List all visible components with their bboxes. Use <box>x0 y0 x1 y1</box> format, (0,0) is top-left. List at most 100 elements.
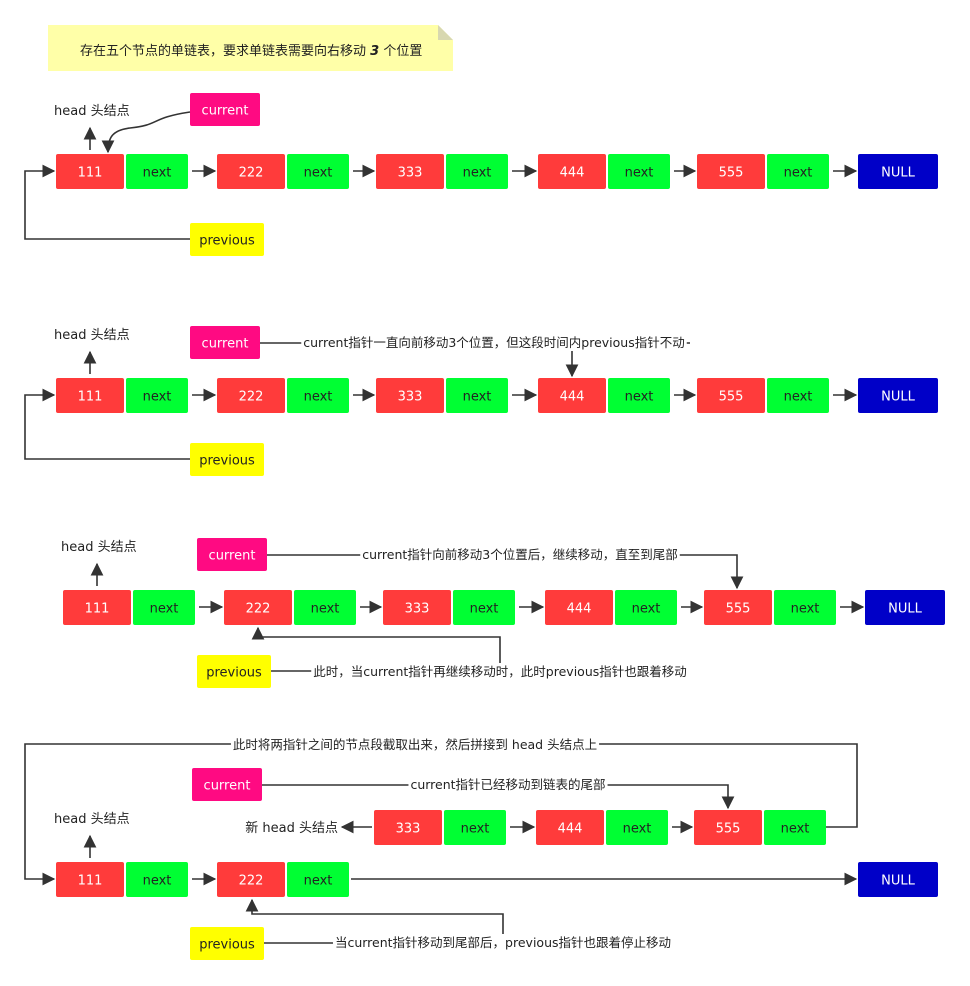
row4-seg-node-555: 555 <box>694 810 762 845</box>
row3-next-111-label: next <box>150 602 179 617</box>
row3-current-annotation-bg <box>360 546 680 563</box>
row2-node-111: 111 <box>56 378 124 413</box>
row1-null-label: NULL <box>881 166 915 181</box>
row3-node-333: 333 <box>383 590 451 625</box>
row2-head-label: head 头结点 <box>54 328 130 343</box>
row2-node-333-rect <box>376 378 444 413</box>
row1-next-555-rect <box>767 154 829 189</box>
row2-null-label: NULL <box>881 390 915 405</box>
row2-next-333-label: next <box>463 390 492 405</box>
row1-node-333-rect <box>376 154 444 189</box>
row1-next-111-rect <box>126 154 188 189</box>
row1-previous-arrow <box>24 164 190 240</box>
row2-node-333: 333 <box>376 378 444 413</box>
row2-null-rect <box>858 378 938 413</box>
row3-next-444-rect <box>615 590 677 625</box>
row3-head-label: head 头结点 <box>61 540 137 555</box>
row3-next-333-rect <box>453 590 515 625</box>
row1-head-label: head 头结点 <box>54 104 130 119</box>
row3-current-annotation-group: current指针向前移动3个位置后，继续移动，直至到尾部 <box>360 546 680 563</box>
row4-seg-node-444-label: 444 <box>558 822 583 837</box>
row3-previous-annotation: 此时，当current指针再继续移动时，此时previous指针也跟着移动 <box>313 664 687 679</box>
row2-previous-label: previous <box>199 454 255 469</box>
row1-next-555: next <box>767 154 829 189</box>
row3-current-label: current <box>209 549 256 564</box>
row1-next-111-label: next <box>143 166 172 181</box>
row4-seg-next-444: next <box>606 810 668 845</box>
row1-null-rect <box>858 154 938 189</box>
row1-node-333: 333 <box>376 154 444 189</box>
row3-node-333-label: 333 <box>405 602 430 617</box>
row3-previous-label: previous <box>206 666 262 681</box>
row1-next-444-label: next <box>625 166 654 181</box>
row3-current-rect <box>197 538 267 571</box>
row1-next-222-rect <box>287 154 349 189</box>
row4-next-222-rect <box>287 862 349 897</box>
row3-current: current <box>197 538 267 571</box>
row4-node-222-label: 222 <box>239 874 264 889</box>
row2-node-333-label: 333 <box>398 390 423 405</box>
row2-next-555-label: next <box>784 390 813 405</box>
row3-next-444: next <box>615 590 677 625</box>
row4-previous: previous <box>190 927 264 960</box>
row1-node-555-rect <box>697 154 765 189</box>
row1-previous-rect <box>190 223 264 256</box>
row4-current: current <box>192 768 262 801</box>
row1-node-222-rect <box>217 154 285 189</box>
row3-next-222-label: next <box>311 602 340 617</box>
row4-seg-node-333: 333 <box>374 810 442 845</box>
row4-seg-next-333-label: next <box>461 822 490 837</box>
row3-next-555: next <box>774 590 836 625</box>
row2-previous-arrow <box>24 388 190 460</box>
row1-node-111-rect <box>56 154 124 189</box>
note-fold <box>438 25 453 40</box>
row4-seg-node-444-rect <box>536 810 604 845</box>
row1-node-111: 111 <box>56 154 124 189</box>
row3-next-555-rect <box>774 590 836 625</box>
row2-node-222: 222 <box>217 378 285 413</box>
row1-node-555: 555 <box>697 154 765 189</box>
row3-node-333-rect <box>383 590 451 625</box>
row2-next-111-label: next <box>143 390 172 405</box>
row1-current-label: current <box>202 104 249 119</box>
row4-seg-next-444-rect <box>606 810 668 845</box>
row2-next-444-rect <box>608 378 670 413</box>
row4-seg-node-333-rect <box>374 810 442 845</box>
row4-node-111-label: 111 <box>78 874 103 889</box>
row3-previous-annotation-bg <box>311 663 689 680</box>
row1-node-555-label: 555 <box>719 166 744 181</box>
row4-seg-next-444-label: next <box>623 822 652 837</box>
row2-next-444-label: next <box>625 390 654 405</box>
row4-current-annotation-group: current指针已经移动到链表的尾部 <box>408 776 608 793</box>
row3-next-444-label: next <box>632 602 661 617</box>
row1-next-333-label: next <box>463 166 492 181</box>
row4-null-rect <box>858 862 938 897</box>
row3-node-555: 555 <box>704 590 772 625</box>
row2-previous-rect <box>190 443 264 476</box>
row2-next-222-rect <box>287 378 349 413</box>
row2-node-444-label: 444 <box>560 390 585 405</box>
row4-previous-label: previous <box>199 938 255 953</box>
title-text: 存在五个节点的单链表，要求单链表需要向右移动 <box>80 43 366 59</box>
row1-current-arrow <box>101 111 191 154</box>
row3-node-555-label: 555 <box>726 602 751 617</box>
row1-node-333-label: 333 <box>398 166 423 181</box>
row2-node-222-label: 222 <box>239 390 264 405</box>
row2-next-333-rect <box>446 378 508 413</box>
svg-text:存在五个节点的单链表，要求单链表需要向右移动 3 个位置: 存在五个节点的单链表，要求单链表需要向右移动 3 个位置 <box>80 43 422 59</box>
row3-node-222-rect <box>224 590 292 625</box>
row1-next-111: next <box>126 154 188 189</box>
title-note: 存在五个节点的单链表，要求单链表需要向右移动 3 个位置 <box>48 25 453 71</box>
row3-null-label: NULL <box>888 602 922 617</box>
row3-null-rect <box>865 590 945 625</box>
row2-current: current <box>190 326 260 359</box>
row4-null-label: NULL <box>881 874 915 889</box>
row3-node-111-rect <box>63 590 131 625</box>
row4-seg-next-333: next <box>444 810 506 845</box>
row1-node-444: 444 <box>538 154 606 189</box>
row4-next-222: next <box>287 862 349 897</box>
row1-next-333: next <box>446 154 508 189</box>
row1-null: NULL <box>858 154 938 189</box>
